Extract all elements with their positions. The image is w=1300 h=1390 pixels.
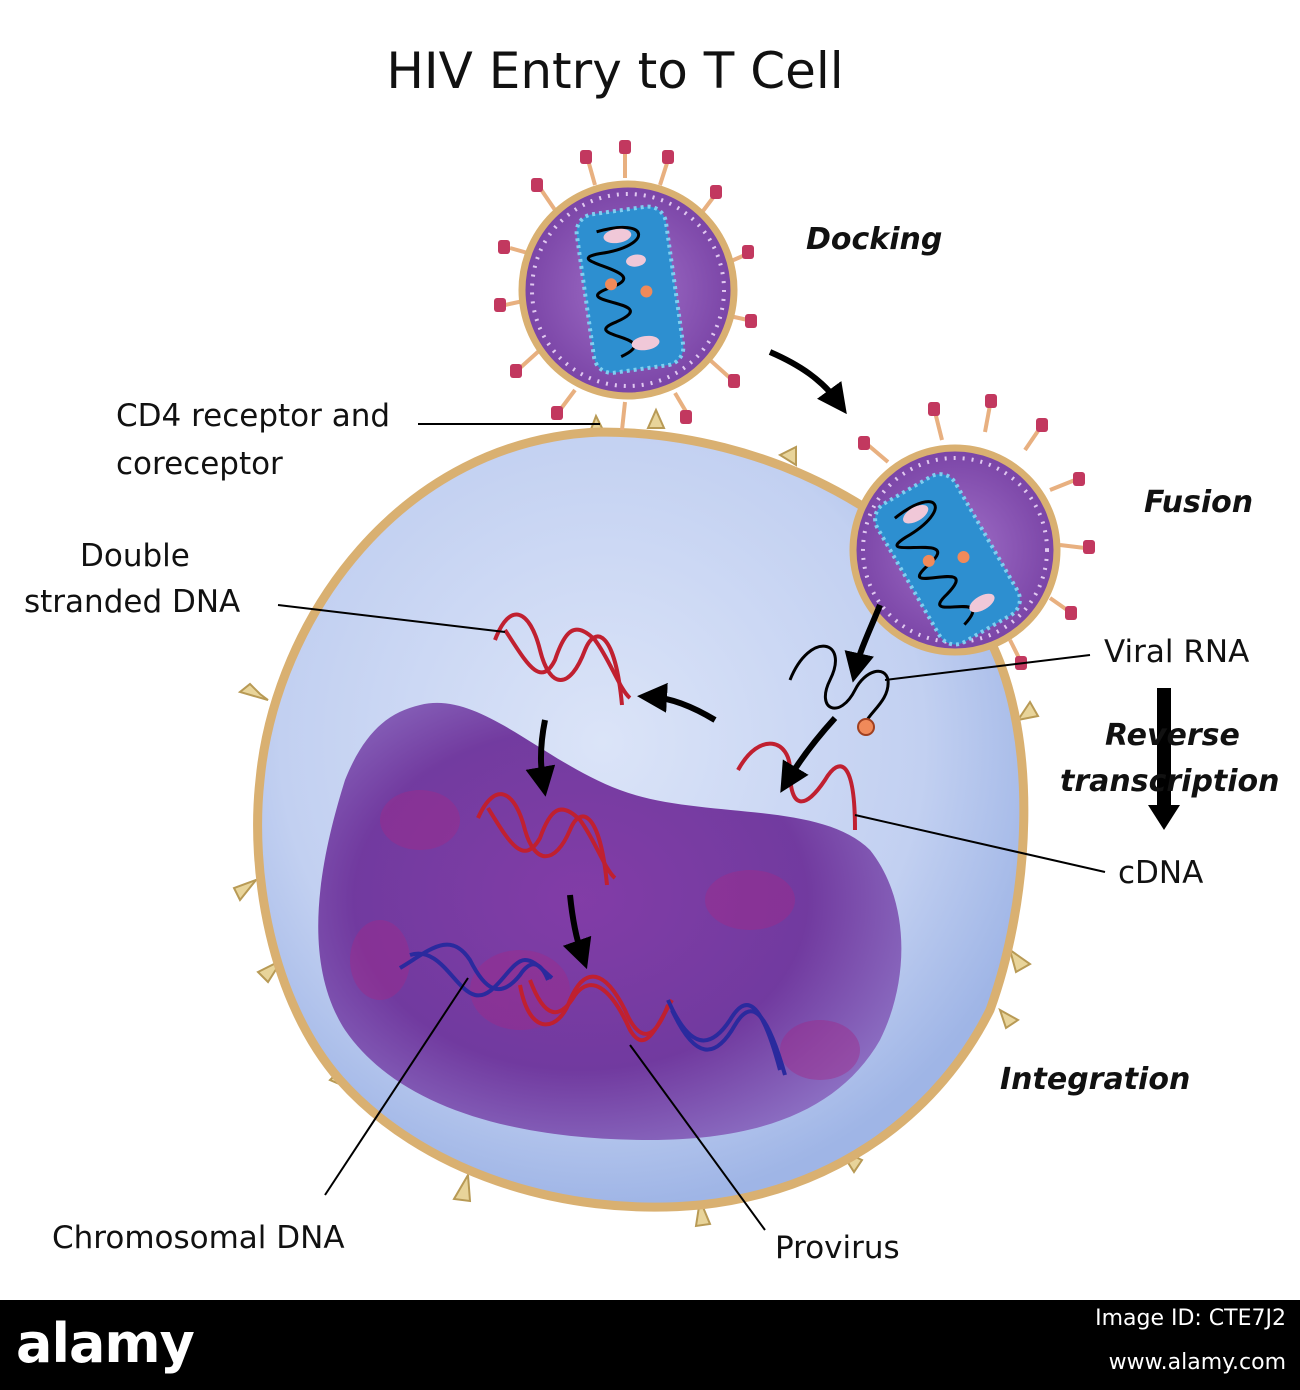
stage-integration: Integration (1000, 1062, 1191, 1097)
label-cdna: cDNA (1118, 855, 1204, 891)
chromosomal-dna-left (398, 942, 554, 998)
label-cd4-line1: CD4 receptor and (116, 398, 391, 434)
diagram-title: HIV Entry to T Cell (386, 42, 844, 100)
footer-bar: alamy Image ID: CTE7J2 www.alamy.com (0, 1300, 1300, 1390)
dsdna-cytoplasm (493, 612, 632, 706)
callout-lines (277, 423, 1106, 1231)
stage-fusion: Fusion (1144, 485, 1254, 520)
label-viral-rna: Viral RNA (1104, 634, 1250, 670)
virus-docking (494, 140, 757, 431)
diagram-stage: HIV Entry to T Cell CD4 receptor and cor… (24, 42, 1280, 1266)
nucleus (318, 702, 902, 1140)
process-arrows (525, 349, 883, 970)
arrow-nucleus-to-integration (562, 894, 592, 970)
stage-reverse-line1: Reverse (1105, 718, 1240, 753)
callout-chromosomal (324, 977, 469, 1196)
chromosomal-dna-right (666, 999, 787, 1076)
viral-rna-strand (788, 644, 890, 723)
arrow-docking-to-fusion (768, 349, 847, 415)
arrow-cdna-to-dsdna (637, 682, 717, 723)
callout-viral-rna (884, 654, 1091, 681)
callout-cdna (854, 814, 1106, 873)
arrow-rna-to-cdna (780, 715, 838, 793)
arrow-dsdna-to-nucleus (525, 719, 556, 797)
label-provirus: Provirus (775, 1230, 900, 1266)
dsdna-nucleus (476, 792, 617, 886)
footer-url[interactable]: www.alamy.com (1108, 1350, 1286, 1375)
callout-provirus (629, 1044, 766, 1231)
reverse-transcription-arrow (1148, 688, 1180, 830)
cdna-strand (736, 741, 857, 831)
stage-docking: Docking (806, 222, 943, 257)
viral-rna-enzyme (857, 718, 875, 736)
label-cd4-line2: coreceptor (116, 446, 283, 482)
label-chromosomal-dna: Chromosomal DNA (52, 1220, 345, 1256)
virus-fusion (849, 394, 1095, 670)
provirus-dna (518, 974, 674, 1043)
footer-image-id: Image ID: CTE7J2 (1095, 1306, 1286, 1331)
diagram-art (232, 140, 1180, 1231)
callout-dsdna (277, 604, 506, 633)
label-dsdna-line1: Double (80, 538, 190, 574)
arrow-fusion-to-rna (844, 603, 883, 683)
stage-reverse-line2: transcription (1060, 764, 1280, 799)
label-dsdna-line2: stranded DNA (24, 584, 241, 620)
footer-brand-logo: alamy (16, 1312, 195, 1375)
